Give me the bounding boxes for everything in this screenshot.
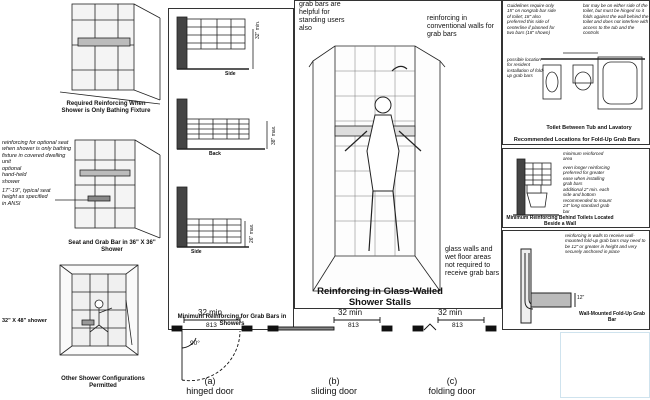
- hinged-min: 32 min: [198, 308, 223, 317]
- guidelines-note: Guidelines require only 15" on nongrab b…: [507, 3, 556, 36]
- required-reinforcing-drawing: [59, 3, 161, 105]
- seat-grab-bar-drawing: [55, 139, 161, 239]
- sliding-label: sliding door: [310, 386, 358, 396]
- dim-max-side: 26" max.: [249, 223, 255, 243]
- behind-toilets-drawing: [513, 158, 559, 216]
- dim-12: 12": [577, 295, 585, 301]
- behind-toilets-caption: Minimum Reinforcing Behind Toilets Locat…: [506, 215, 614, 227]
- longer-reinforcing-note: even longer reinforcing preferred for gr…: [563, 165, 610, 187]
- hinged-label: hinged door: [186, 386, 234, 396]
- min-reinforced-note: minimum reinforced area: [563, 151, 604, 162]
- hinged-letter: (a): [204, 376, 216, 386]
- shower-size-label: 32" X 48" shower: [2, 318, 47, 324]
- fold-up-locations-panel: Guidelines require only 15" on nongrab b…: [502, 0, 650, 145]
- wall-mounted-panel: reinforcing in walls to receive wall-mou…: [502, 230, 650, 330]
- minimum-reinforcing-drawings: [176, 16, 268, 248]
- side-top-label: Side: [225, 71, 236, 77]
- folding-letter: (c): [446, 376, 458, 386]
- handheld-shower-note: optional hand-held shower: [2, 166, 27, 185]
- sliding-min: 32 min: [338, 308, 363, 317]
- reinforcing-walls-note: reinforcing in walls to receive wall-mou…: [565, 233, 646, 255]
- additional-note: additional 2" min. each side and bottom …: [563, 187, 612, 214]
- toilet-between-tub-drawing: [541, 52, 645, 110]
- glass-shower-panel: grab bars are helpful for standing users…: [294, 0, 502, 309]
- optional-seat-note: reinforcing for optional seat when showe…: [2, 140, 72, 166]
- door-widths-strip: 32 min 813 90° (a) hinged door 32 min 81…: [168, 300, 503, 400]
- back-label: Back: [209, 151, 221, 157]
- grab-bars-helpful-note: grab bars are helpful for standing users…: [299, 1, 345, 32]
- glass-shower-title: Reinforcing in Glass-Walled Shower Stall…: [317, 286, 443, 308]
- folding-mm: 813: [452, 322, 463, 329]
- wall-mounted-caption: Wall-Mounted Fold-Up Grab Bar: [579, 311, 645, 323]
- possible-location-note: possible location for resident installat…: [507, 57, 545, 79]
- minimum-reinforcing-caption: Minimum Reinforcing for Grab Bars in Sho…: [177, 314, 287, 327]
- other-configurations-drawing: [59, 264, 139, 356]
- dim-min-top: 32" min.: [255, 20, 261, 39]
- wall-mounted-drawing: [520, 248, 576, 324]
- minimum-reinforcing-panel: Side 32" min. Back 38" max. Side 26" max…: [168, 8, 294, 330]
- hinged-angle: 90°: [190, 340, 200, 347]
- seat-grab-bar-caption: Seat and Grab Bar in 36" X 36" Shower: [68, 240, 156, 253]
- left-column: Required Reinforcing When Shower is Only…: [0, 0, 168, 400]
- other-configurations-caption: Other Shower Configurations Permitted: [61, 376, 145, 389]
- behind-toilets-panel: minimum reinforced area even longer rein…: [502, 148, 650, 228]
- folding-label: folding door: [428, 386, 476, 396]
- door-widths-drawing: [171, 317, 497, 382]
- conventional-walls-note: reinforcing in conventional walls for gr…: [427, 15, 494, 38]
- sliding-letter: (b): [328, 376, 340, 386]
- sliding-mm: 813: [348, 322, 359, 329]
- either-side-note: bar may be on either side of the toilet,…: [583, 3, 649, 36]
- glass-walls-note: glass walls and wet floor areas not requ…: [445, 246, 500, 277]
- highlight-box: [560, 332, 650, 398]
- toilet-between-caption: Toilet Between Tub and Lavatory: [546, 125, 632, 131]
- side-bottom-label: Side: [191, 249, 202, 255]
- left-column-drawings: [55, 3, 161, 356]
- required-reinforcing-caption: Required Reinforcing When Shower is Only…: [61, 101, 151, 114]
- folding-min: 32 min: [438, 308, 463, 317]
- hinged-mm: 813: [206, 322, 217, 329]
- dim-max-back: 38" max.: [271, 125, 277, 145]
- recommended-locations-caption: Recommended Locations for Fold-Up Grab B…: [513, 137, 641, 143]
- seat-height-note: 17"-19", typical seat height as specifie…: [2, 188, 51, 207]
- glass-shower-drawing: [308, 45, 446, 292]
